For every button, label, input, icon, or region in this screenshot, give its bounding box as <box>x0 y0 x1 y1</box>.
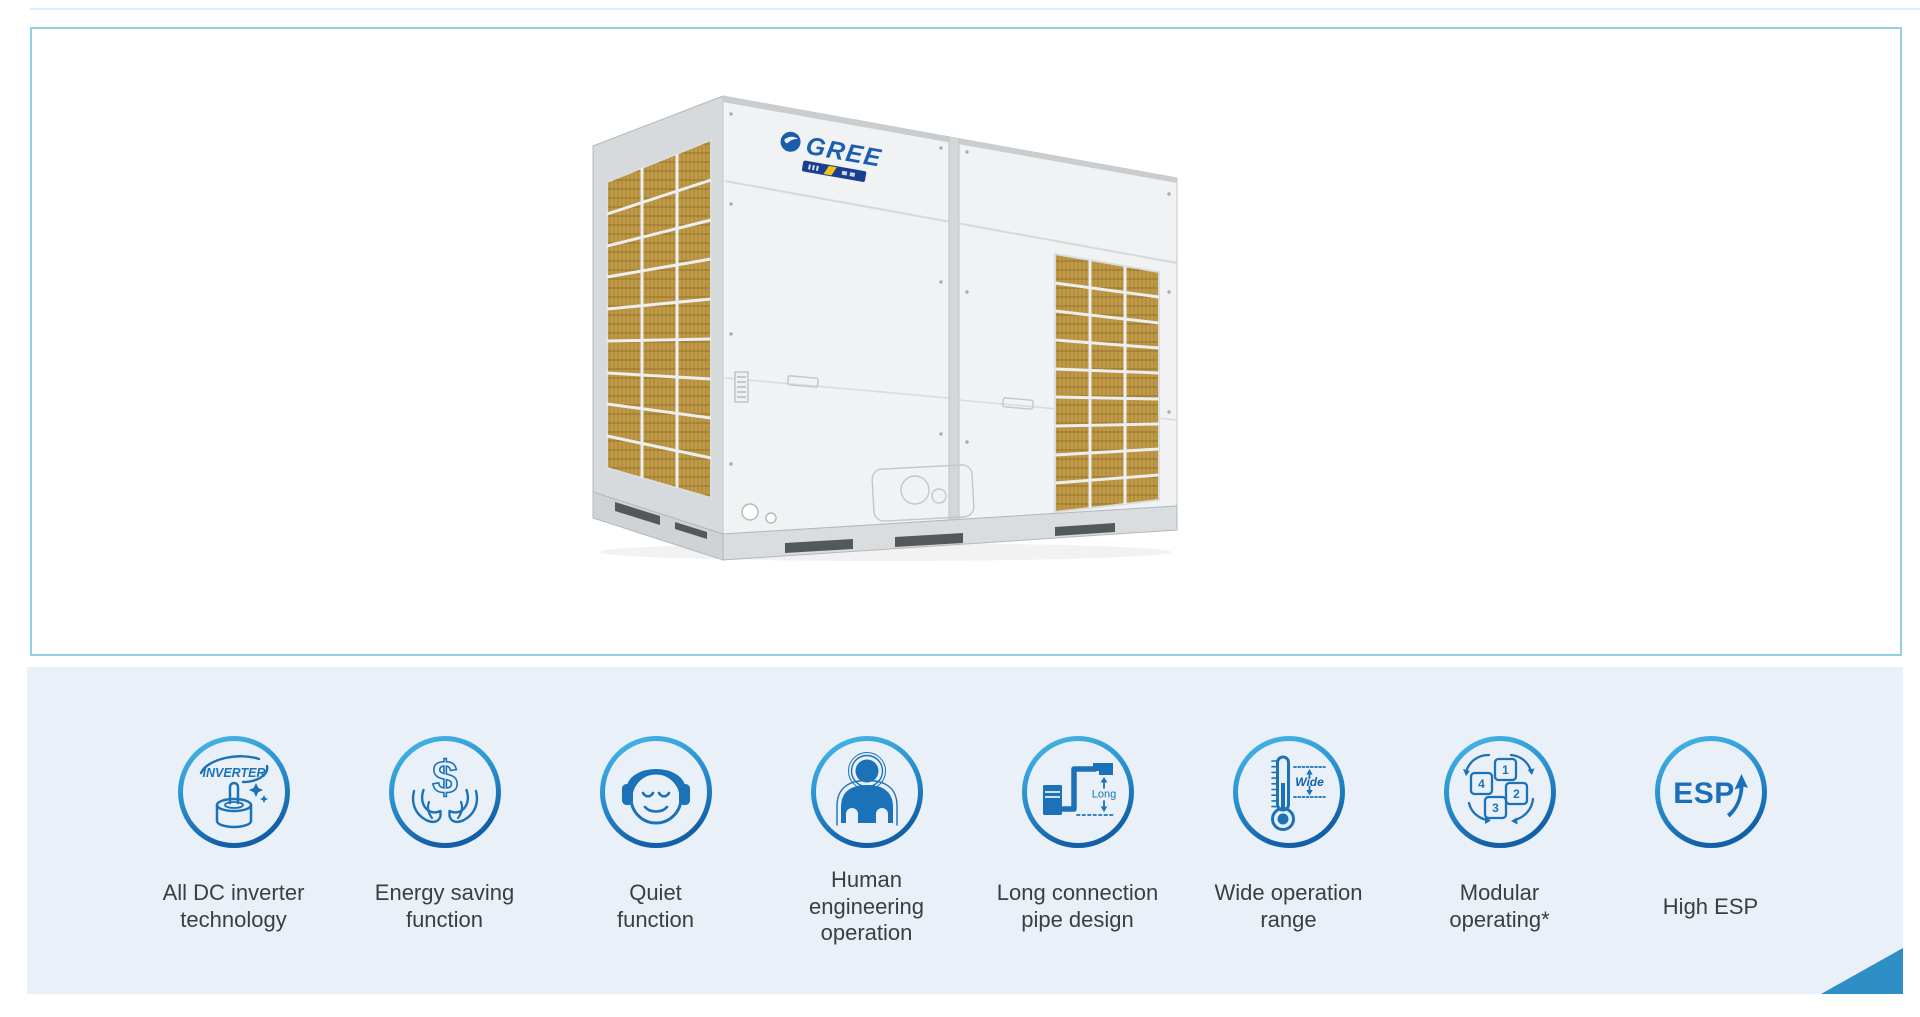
module-number-1: 1 <box>1502 763 1509 777</box>
long-word: Long <box>1091 789 1115 801</box>
inverter-motor-icon: INVERTER <box>177 736 290 848</box>
module-number-4: 4 <box>1478 777 1485 791</box>
gree-emblem-icon <box>780 131 801 152</box>
left-hand <box>411 788 442 824</box>
feature-label: Energy saving function <box>374 880 515 932</box>
feature-item-energy-saving: $ Energy saving function <box>339 735 550 955</box>
up-arrow <box>1726 774 1748 818</box>
indoor-unit-glyph <box>1092 763 1113 775</box>
feature-item-high-esp: ESP High ESP <box>1605 735 1816 955</box>
esp-arrow-icon: ESP <box>1654 736 1767 848</box>
feature-item-wide-range: Wide Wide operation range <box>1183 735 1394 955</box>
unit-left-side <box>592 95 724 561</box>
thermometer-icon: Wide <box>1232 736 1345 848</box>
feature-label: Modular operating* <box>1449 880 1550 932</box>
esp-word: ESP <box>1673 777 1735 810</box>
feature-item-long-pipe: Long Long connection pipe design <box>972 735 1183 955</box>
series-badge <box>801 160 867 182</box>
corner-accent-triangle <box>1821 948 1903 994</box>
vent-grille <box>734 371 749 403</box>
feature-item-modular: 1 2 3 4 Modular operating* <box>1394 735 1605 955</box>
front-coil-grille <box>1054 252 1160 514</box>
feature-item-all-dc-inverter: INVERTER All DC inverter technology <box>128 735 339 955</box>
right-hand <box>447 788 478 824</box>
feature-label: Quiet function <box>616 880 695 932</box>
feature-label: High ESP <box>1662 893 1759 919</box>
left-coil-grille <box>606 138 712 500</box>
screws <box>729 112 1171 466</box>
features-band: INVERTER All DC inverter technology $ <box>27 667 1903 994</box>
product-image: GREE <box>592 95 1178 561</box>
feature-label: Long connection pipe design <box>996 880 1159 932</box>
outdoor-unit-glyph <box>1042 785 1062 815</box>
feature-label: Human engineering operation <box>809 866 924 946</box>
dollar-hands-icon: $ <box>388 736 501 848</box>
pipe-run-icon: Long <box>1021 736 1134 848</box>
features-row: INVERTER All DC inverter technology $ <box>41 667 1903 955</box>
headphones-face-icon <box>599 736 712 848</box>
knockout-plate <box>871 464 975 522</box>
dollar-sign: $ <box>432 751 458 803</box>
wide-word: Wide <box>1295 775 1324 789</box>
modules-icon: 1 2 3 4 <box>1443 736 1556 848</box>
person-icon <box>810 736 923 848</box>
product-panel: GREE <box>30 27 1902 656</box>
feature-item-human-engineering: Human engineering operation <box>761 735 972 955</box>
module-seam <box>949 137 959 523</box>
top-divider-line <box>30 8 1920 10</box>
unit-front <box>722 95 1178 561</box>
feature-label: All DC inverter technology <box>162 880 305 932</box>
module-number-2: 2 <box>1513 787 1520 801</box>
inverter-word: INVERTER <box>202 766 265 780</box>
feature-label: Wide operation range <box>1214 880 1363 932</box>
module-number-3: 3 <box>1492 801 1499 815</box>
feature-item-quiet: Quiet function <box>550 735 761 955</box>
